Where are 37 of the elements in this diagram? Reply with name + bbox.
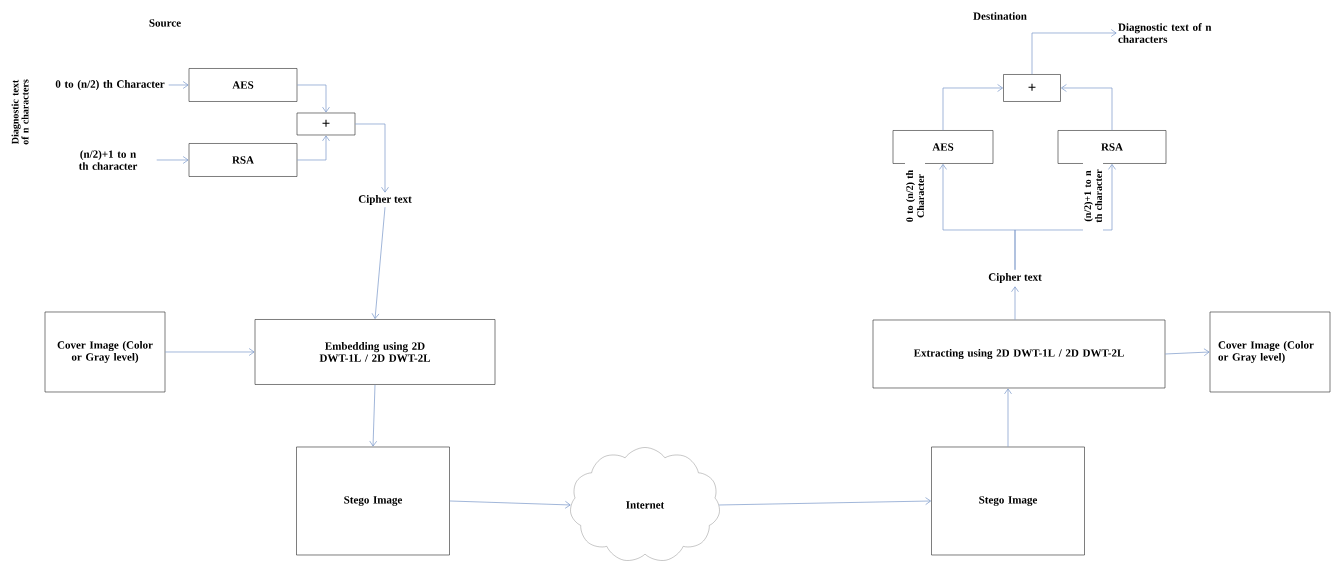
arrow: [1014, 164, 1116, 271]
process-box: Cover Image (Color or Gray level): [1209, 311, 1331, 393]
arrow: [371, 206, 386, 319]
arrow: [449, 500, 571, 509]
plus-box: +: [296, 112, 356, 136]
arrow: [1061, 84, 1113, 131]
edge-label: 0 to (n/2) th Character: [905, 157, 925, 235]
output-text: Cipher text: [358, 195, 412, 205]
process-box: Extracting using 2D DWT-1L / 2D DWT-2L: [872, 319, 1166, 389]
plus-box: +: [1003, 74, 1061, 102]
arrow: [168, 81, 189, 89]
arrow: [1031, 29, 1117, 75]
input-text: (n/2)+1 to n th character: [78, 150, 138, 170]
arrow: [718, 497, 931, 506]
arrow: [1004, 388, 1012, 448]
process-box: Stego Image: [296, 446, 450, 556]
process-box: RSA: [188, 143, 298, 177]
arrow: [156, 156, 189, 164]
input-text: 0 to (n/2) th Character: [55, 80, 165, 90]
input-text: Cipher text: [988, 273, 1042, 283]
side-text: Diagnostic text of n characters: [11, 79, 29, 145]
process-box: Cover Image (Color or Gray level): [44, 311, 166, 393]
arrow: [1011, 286, 1019, 321]
process-box: AES: [188, 68, 298, 102]
arrow: [296, 135, 330, 161]
arrow: [369, 384, 378, 447]
arrow: [942, 84, 1003, 131]
output-text: Diagnostic text of n characters: [1118, 23, 1212, 43]
arrow: [354, 123, 389, 193]
heading: Destination: [973, 12, 1027, 20]
arrow: [1164, 348, 1210, 357]
arrow: [164, 348, 255, 356]
edge-label: (n/2)+1 to n th character: [1083, 157, 1103, 235]
process-box: Embedding using 2D DWT-1L / 2D DWT-2L: [254, 319, 496, 385]
arrow: [296, 84, 330, 113]
process-box: Stego Image: [931, 446, 1085, 556]
heading: Source: [149, 19, 181, 27]
